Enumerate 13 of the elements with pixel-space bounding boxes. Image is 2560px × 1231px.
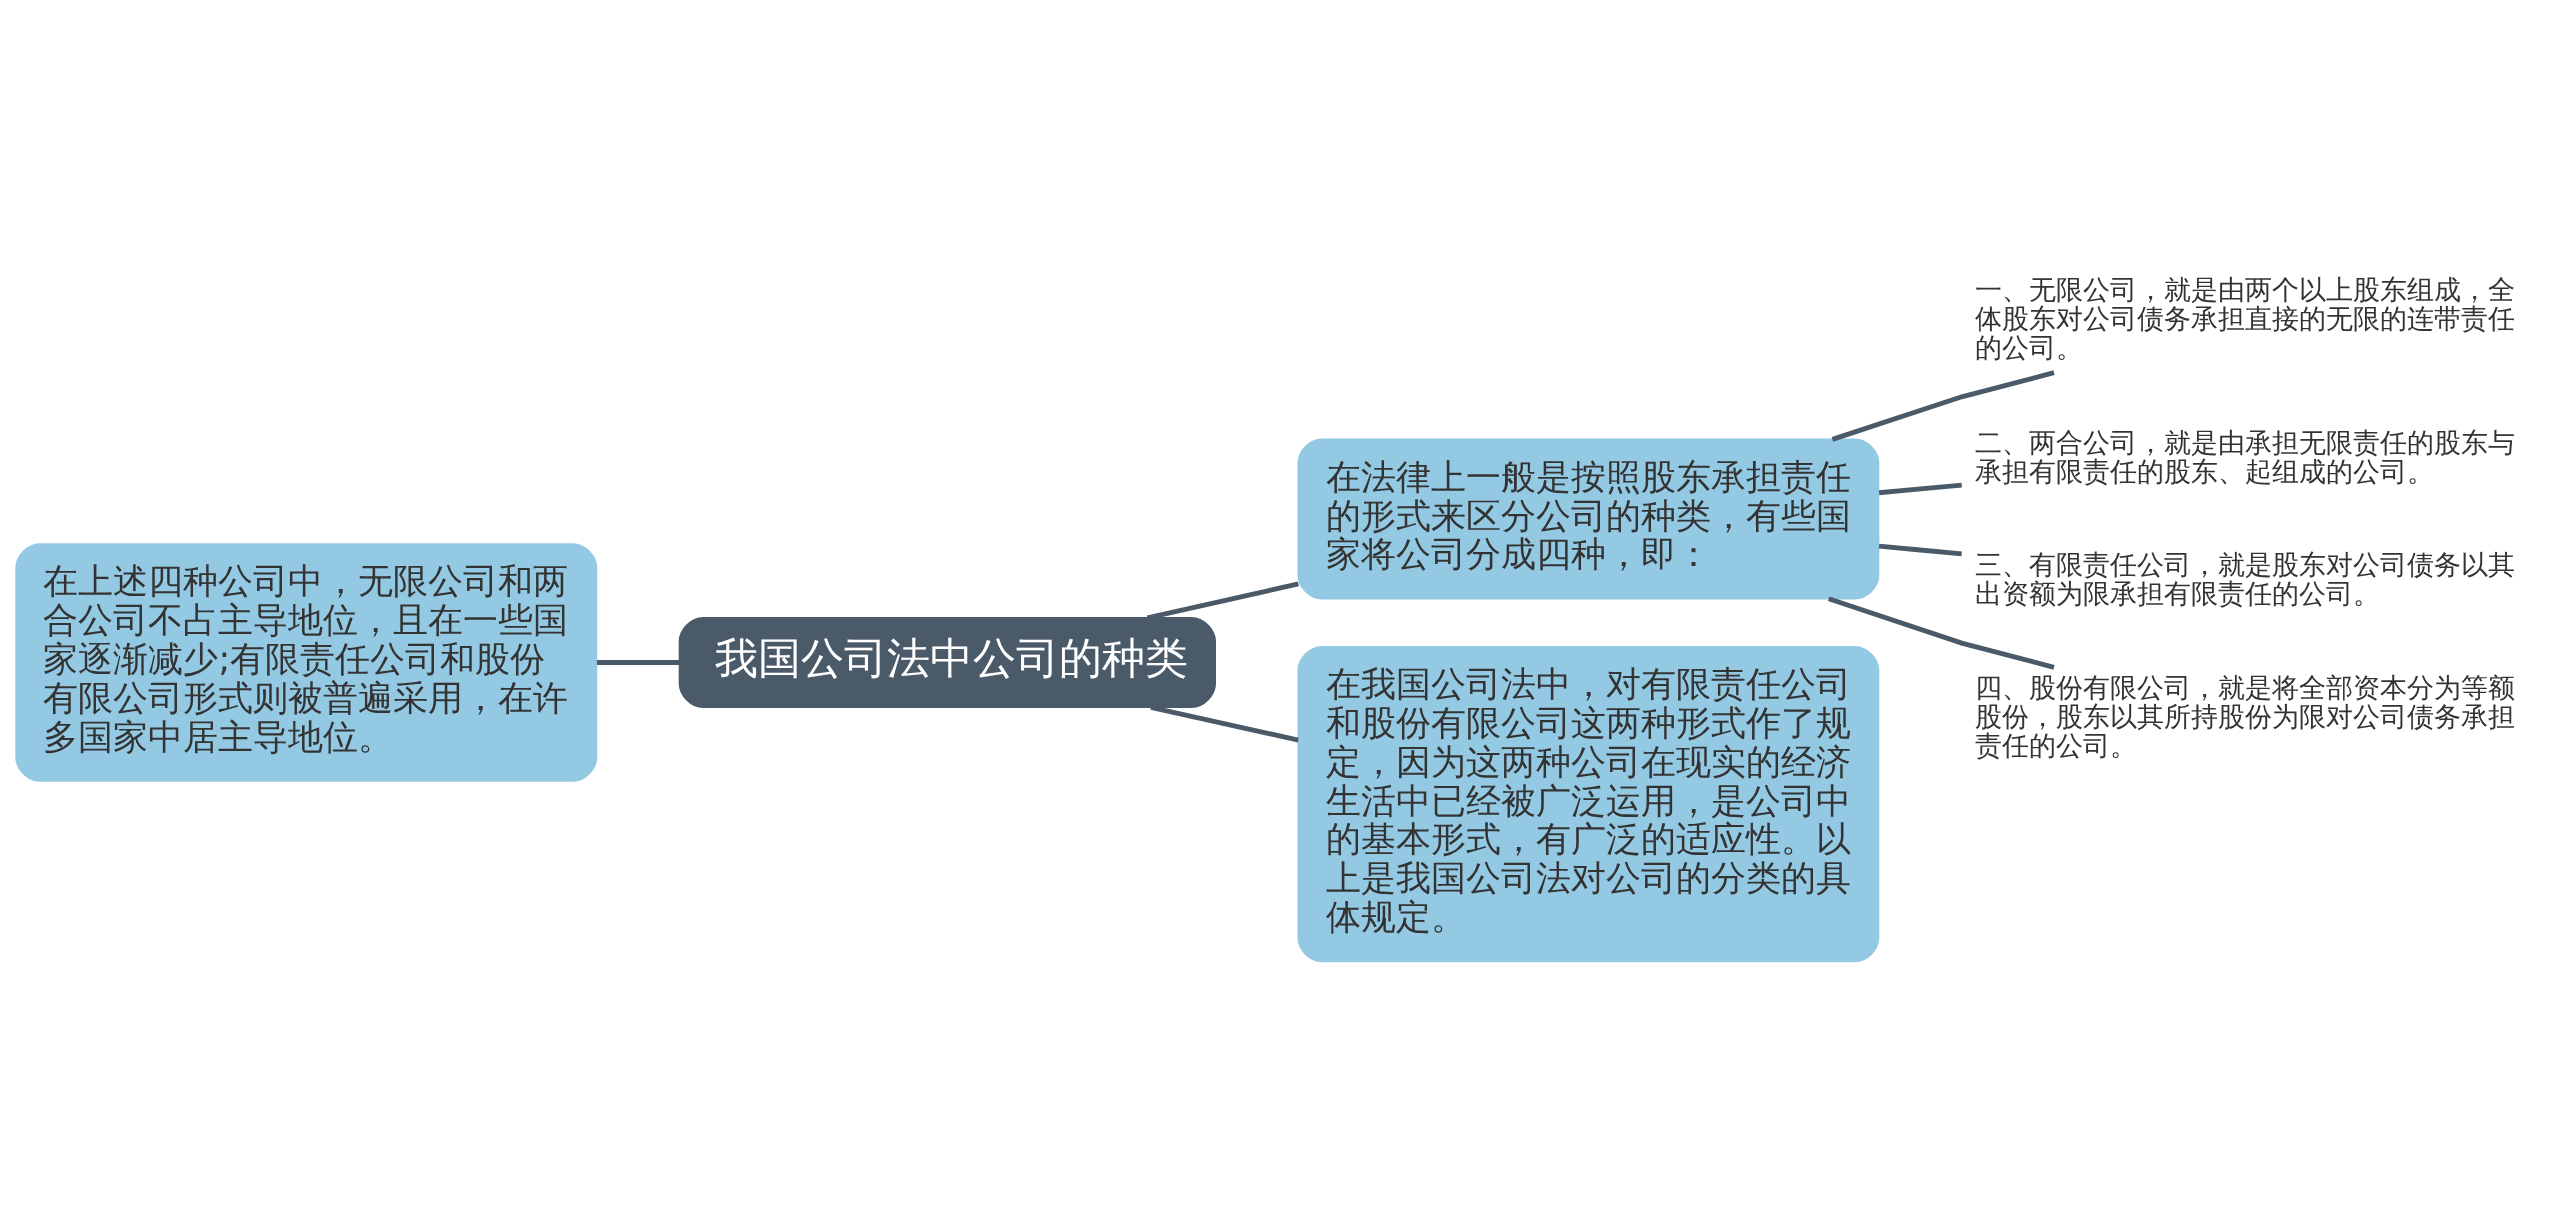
node-text: 四、股份有限公司，就是将全部资本分为等额股份，股东以其所持股份为限对公司债务承担责任的公司。 (1975, 671, 2516, 762)
node-text: 二、两合公司，就是由承担无限责任的股东与承担有限责任的股东、起组成的公司。 (1975, 426, 2516, 487)
node-text: 一、无限公司，就是由两个以上股东组成，全体股东对公司债务承担直接的无限的连带责任的公司。 (1975, 274, 2516, 364)
connector (1878, 543, 1962, 557)
node-text: 三、有限责任公司，就是股东对公司债务以其出资额为限承担有限责任的公司。 (1975, 548, 2516, 609)
node-box: 在上述四种公司中，无限公司和两合公司不占主导地位，且在一些国家逐渐减少;有限责任公司和股份有限公司形式则被普遍采用，在许多国家中居主导地位。 (15, 543, 598, 782)
connector (1827, 596, 2055, 670)
node-box: 在法律上一般是按照股东承担责任的形式来区分公司的种类，有些国家将公司分成四种，即： (1297, 438, 1880, 600)
node-box: 我国公司法中公司的种类 (678, 616, 1216, 709)
connector (597, 660, 680, 665)
connector (1878, 482, 1962, 496)
node-box: 在我国公司法中，对有限责任公司和股份有限公司这两种形式作了规定，因为这两种公司在现实的经济生活中已经被广泛运用，是公司中的基本形式，有广泛的适应性。以上是我国公司法对公司的分类的具体规定。 (1297, 646, 1880, 963)
connector (1831, 370, 2055, 442)
